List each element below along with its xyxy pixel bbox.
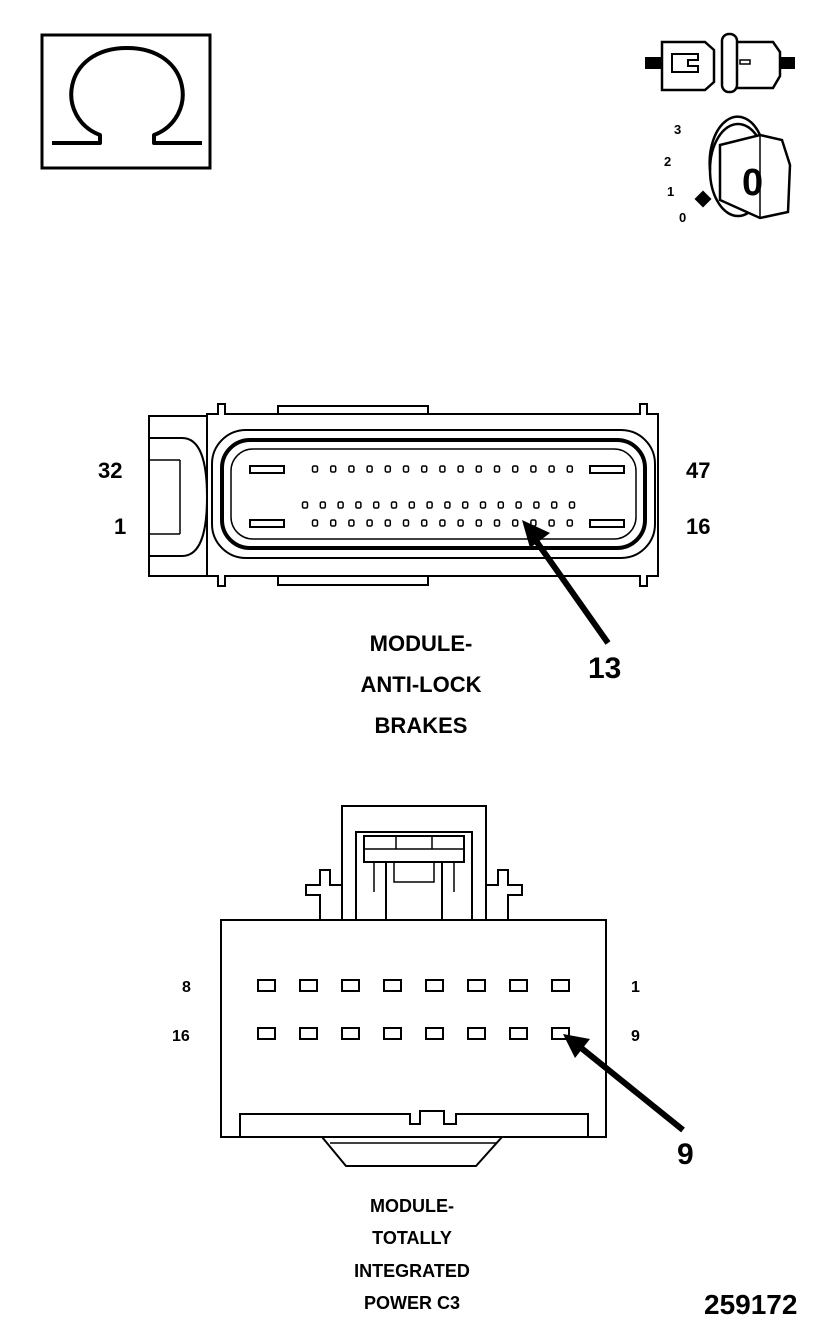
abs-pin-cavity — [475, 465, 483, 473]
abs-pin-cavity — [329, 465, 337, 473]
tipm-title-line-2: TOTALLY — [372, 1228, 452, 1248]
tipm-pin-cavity — [467, 1027, 486, 1040]
abs-title-line-3: BRAKES — [375, 713, 468, 738]
abs-pin-cavity — [550, 501, 558, 509]
abs-pin-cavity — [348, 465, 355, 473]
tipm-pin-row-bottom — [257, 1027, 570, 1040]
abs-pin-cavity — [420, 465, 428, 473]
abs-pin-cavity — [533, 501, 540, 509]
abs-callout-arrow — [522, 520, 611, 645]
abs-pin-cavity — [402, 465, 410, 473]
abs-pin-cavity — [566, 519, 574, 527]
figure-number: 259172 — [704, 1289, 797, 1320]
abs-pin-cavity — [355, 501, 362, 509]
ohm-symbol-icon — [40, 33, 212, 170]
tipm-c3-connector — [220, 805, 607, 1167]
tipm-pin-cavity — [425, 1027, 444, 1040]
tipm-pin-cavity — [383, 979, 402, 992]
abs-pin-cavity — [479, 501, 487, 509]
abs-pin-cavity — [457, 519, 464, 527]
tipm-title-line-1: MODULE- — [370, 1196, 454, 1216]
abs-pin-cavity — [548, 465, 555, 473]
abs-pin-label-47: 47 — [686, 458, 710, 483]
tipm-pin-cavity — [467, 979, 486, 992]
tipm-pin-label-9: 9 — [631, 1028, 640, 1045]
tipm-pin-cavity — [551, 1027, 570, 1040]
abs-pin-cavity — [319, 501, 327, 509]
abs-title-line-2: ANTI-LOCK — [361, 672, 482, 697]
tipm-pin-cavity — [257, 979, 276, 992]
abs-pin-cavity — [568, 501, 576, 509]
ignition-key-label: 0 — [742, 162, 763, 204]
abs-pin-label-16: 16 — [686, 514, 710, 539]
tipm-pin-cavity — [299, 979, 318, 992]
tipm-pin-label-8: 8 — [182, 979, 191, 996]
abs-pin-cavity — [420, 519, 428, 527]
tipm-pin-label-1: 1 — [631, 979, 640, 996]
abs-pin-cavity — [366, 519, 373, 527]
abs-pin-cavity — [301, 501, 309, 509]
abs-pin-row-top — [311, 465, 574, 473]
abs-pin-cavity — [566, 465, 574, 473]
disconnected-connector-icon — [645, 32, 795, 94]
tipm-title-line-4: POWER C3 — [364, 1293, 460, 1313]
abs-pin-cavity — [457, 465, 464, 473]
abs-pin-cavity — [408, 501, 416, 509]
ignition-key-off-icon: 0 3 2 1 0 — [664, 115, 792, 225]
abs-pin-cavity — [511, 465, 519, 473]
ignition-position-1: 1 — [667, 184, 674, 199]
abs-pin-row-bottom — [311, 519, 574, 527]
tipm-pin-cavity — [509, 979, 528, 992]
abs-pin-cavity — [444, 501, 451, 509]
abs-pin-cavity — [348, 519, 355, 527]
abs-pin-cavity — [493, 465, 501, 473]
abs-pin-cavity — [390, 501, 398, 509]
abs-title-line-1: MODULE- — [370, 631, 473, 656]
ignition-position-0: 0 — [679, 210, 686, 225]
abs-pin-cavity — [493, 519, 501, 527]
abs-pin-cavity — [511, 519, 519, 527]
tipm-pin-row-top — [257, 979, 570, 992]
abs-pin-cavity — [461, 501, 469, 509]
abs-pin-cavity — [515, 501, 522, 509]
abs-pin-cavity — [475, 519, 483, 527]
abs-pin-cavity — [530, 465, 537, 473]
abs-pin-cavity — [372, 501, 380, 509]
tipm-pin-cavity — [383, 1027, 402, 1040]
abs-pin-row-middle — [301, 501, 576, 509]
abs-pin-cavity — [426, 501, 433, 509]
tipm-pin-cavity — [341, 1027, 360, 1040]
abs-pin-label-32: 32 — [98, 458, 122, 483]
abs-pin-cavity — [311, 519, 319, 527]
tipm-callout-arrow — [563, 1034, 685, 1133]
tipm-callout-number: 9 — [677, 1138, 694, 1171]
abs-pin-cavity — [439, 465, 446, 473]
tipm-pin-cavity — [257, 1027, 276, 1040]
abs-pin-cavity — [384, 519, 392, 527]
tipm-pin-cavity — [509, 1027, 528, 1040]
abs-pin-cavity — [497, 501, 505, 509]
ignition-position-3: 3 — [674, 122, 681, 137]
tipm-pin-cavity — [551, 979, 570, 992]
abs-pin-cavity — [402, 519, 410, 527]
abs-pin-cavity — [337, 501, 344, 509]
abs-pin-cavity — [311, 465, 319, 473]
abs-pin-cavity — [329, 519, 337, 527]
abs-pin-cavity — [439, 519, 446, 527]
abs-pin-label-1: 1 — [114, 514, 126, 539]
abs-pin-cavity — [548, 519, 555, 527]
tipm-title-line-3: INTEGRATED — [354, 1261, 470, 1281]
tipm-pin-label-16: 16 — [172, 1028, 190, 1045]
ignition-position-2: 2 — [664, 154, 671, 169]
tipm-pin-cavity — [299, 1027, 318, 1040]
abs-connector — [148, 403, 659, 587]
tipm-pin-cavity — [425, 979, 444, 992]
abs-pin-cavity — [384, 465, 392, 473]
abs-pin-cavity — [366, 465, 373, 473]
tipm-pin-cavity — [341, 979, 360, 992]
abs-callout-number: 13 — [588, 652, 621, 685]
